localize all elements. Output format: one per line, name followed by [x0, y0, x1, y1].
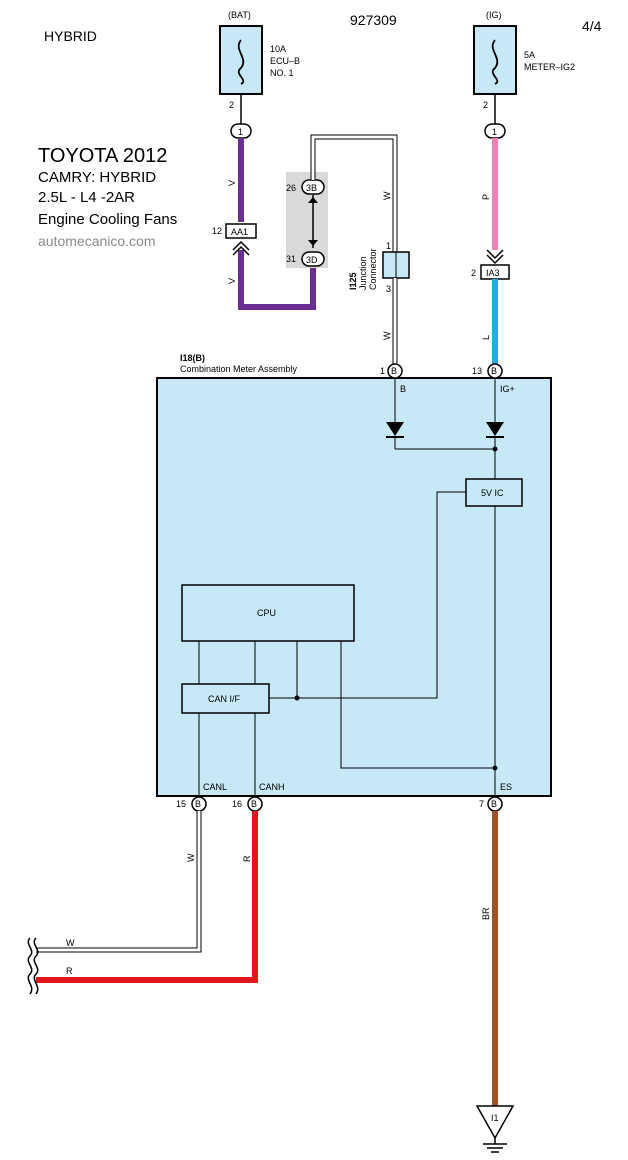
diode-b-icon	[386, 422, 404, 436]
can-if-block	[181, 683, 270, 714]
bat-fuse-connector-label: 1	[238, 127, 243, 137]
es-pin-label: ES	[500, 782, 512, 792]
diagram-number: 927309	[350, 12, 397, 28]
canh-wire-label: R	[242, 855, 252, 862]
ig-fuse-rating: 5A	[524, 50, 535, 60]
bat-fuse-pin: 2	[229, 100, 234, 110]
c3d-label: 3D	[306, 255, 318, 265]
aa1-chevron-icon	[232, 240, 250, 256]
bat-fuse-icon	[237, 39, 245, 85]
ia3-chevron-icon	[486, 249, 504, 265]
junction-pin-bottom: 3	[386, 284, 391, 294]
junction-name-2: Connector	[368, 248, 378, 290]
meter-pin-b-num: 1	[380, 366, 385, 376]
ground-wire-label: BR	[481, 907, 491, 920]
title-model: CAMRY: HYBRID	[38, 169, 156, 186]
cpu-block	[181, 584, 355, 642]
title-engine: 2.5L - L4 -2AR	[38, 189, 135, 206]
ia3-pin: 2	[471, 268, 476, 278]
ic-5v-label: 5V IC	[481, 488, 504, 498]
violet-wire	[238, 138, 316, 310]
meter-pin-ig-conn: B	[491, 366, 497, 376]
arrow-down-icon	[308, 240, 318, 246]
junction-id: I125	[348, 272, 358, 290]
violet-wire-label-upper: V	[227, 180, 237, 186]
ig-fuse-connector-label: 1	[492, 127, 497, 137]
c3b-label: 3B	[306, 183, 317, 193]
jc-wire-label-upper: W	[382, 191, 392, 200]
cpu-label: CPU	[257, 608, 276, 618]
white-wire	[311, 135, 397, 252]
ia3-label: IA3	[486, 268, 500, 278]
canh-conn: B	[251, 799, 257, 809]
meter-pin-b-label: B	[400, 384, 406, 394]
bat-fuse-rating: 10A	[270, 44, 286, 54]
canl-conn: B	[195, 799, 201, 809]
jc-wire-label-lower: W	[382, 331, 392, 340]
ic-5v-block	[465, 478, 523, 507]
canl-pin-label: CANL	[203, 782, 227, 792]
ground-id: I1	[491, 1113, 499, 1123]
es-conn: B	[491, 799, 497, 809]
bat-fuse-name-2: NO. 1	[270, 68, 294, 78]
c3d-connector	[301, 251, 325, 267]
arrow-up-icon	[308, 197, 318, 203]
page-number: 4/4	[582, 18, 602, 34]
aa1-connector	[225, 223, 257, 239]
aa1-pin: 12	[212, 226, 222, 236]
meter-pin-ig-num: 13	[472, 366, 482, 376]
es-pin-num: 7	[479, 799, 484, 809]
meter-name: Combination Meter Assembly	[180, 364, 298, 374]
bat-source-label: (BAT)	[228, 10, 251, 20]
meter-id: I18(B)	[180, 353, 205, 363]
light-blue-wire-label: L	[481, 335, 491, 340]
pink-wire-label: P	[481, 194, 491, 200]
meter-internal-wiring	[198, 378, 496, 796]
canl-wire-label: W	[186, 853, 196, 862]
canl-white-wire	[36, 811, 201, 952]
junction-pin-top: 1	[386, 241, 391, 251]
can-if-label: CAN I/F	[208, 694, 241, 704]
canl-pin-num: 15	[176, 799, 186, 809]
canh-pin-label: CANH	[259, 782, 285, 792]
website-watermark: automecanico.com	[38, 233, 156, 249]
c3d-pin: 31	[286, 254, 296, 264]
title-make-year: TOYOTA 2012	[38, 145, 167, 167]
ig-fuse-icon	[491, 39, 499, 85]
ig-fuse-name: METER–IG2	[524, 62, 575, 72]
left-r-label: R	[66, 966, 73, 976]
title-system: Engine Cooling Fans	[38, 211, 177, 228]
diode-ig-icon	[486, 422, 504, 436]
model-tag: HYBRID	[44, 28, 97, 44]
wire-break-icon	[27, 937, 33, 995]
meter-pin-b-conn: B	[391, 366, 397, 376]
c3b-pin: 26	[286, 183, 296, 193]
ground-icon	[475, 1105, 515, 1140]
bat-fuse-name-1: ECU–B	[270, 56, 300, 66]
ig-fuse-pin: 2	[483, 100, 488, 110]
ig-source-label: (IG)	[486, 10, 502, 20]
junction-name-1: Junction	[358, 256, 368, 290]
left-w-label: W	[66, 938, 75, 948]
canh-pin-num: 16	[232, 799, 242, 809]
canh-red-wire	[36, 811, 258, 983]
violet-wire-label-lower: V	[227, 278, 237, 284]
aa1-label: AA1	[231, 227, 248, 237]
meter-pin-ig-label: IG+	[500, 384, 515, 394]
